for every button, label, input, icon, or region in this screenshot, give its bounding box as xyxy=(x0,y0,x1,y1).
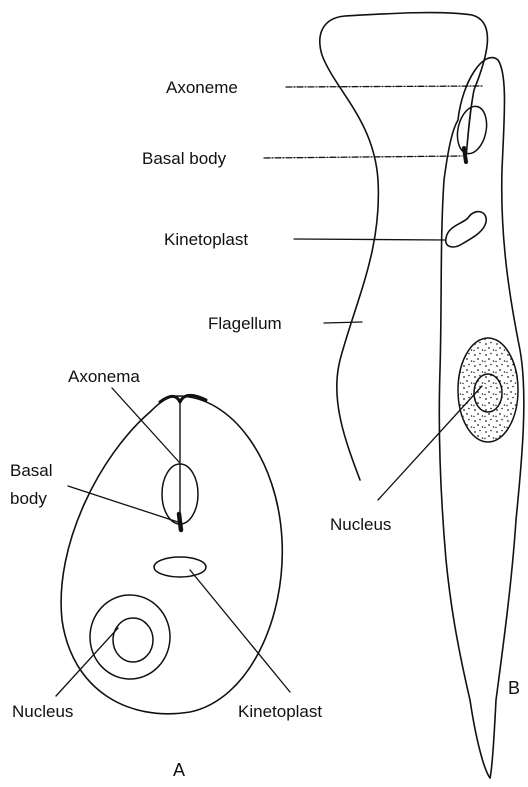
leader-axoneme xyxy=(286,86,482,87)
figure-b-letter: B xyxy=(508,678,520,698)
label-kinetoplast-a: Kinetoplast xyxy=(238,702,322,721)
figure-a-cell-body xyxy=(61,396,282,714)
label-flagellum: Flagellum xyxy=(208,314,282,333)
label-axoneme: Axoneme xyxy=(166,78,238,97)
leader-kinetoplast-b xyxy=(294,239,446,240)
label-basal-body-b: Basal body xyxy=(142,149,227,168)
figure-a-nucleus-outer xyxy=(90,595,170,679)
figure-a-nucleus-inner xyxy=(113,618,153,662)
label-nucleus-b: Nucleus xyxy=(330,515,391,534)
figure-b-basal-body xyxy=(464,148,466,162)
label-basal-body-a-line1: Basal xyxy=(10,461,53,480)
label-kinetoplast-b: Kinetoplast xyxy=(164,230,248,249)
leader-basal-body-b xyxy=(264,156,462,158)
figure-a-letter: A xyxy=(173,760,185,780)
figure-a-basal-body xyxy=(179,514,181,530)
figure-a-cell-group xyxy=(61,395,282,713)
label-nucleus-a: Nucleus xyxy=(12,702,73,721)
leader-kinetoplast-a xyxy=(190,570,290,692)
label-axonema: Axonema xyxy=(68,367,140,386)
figure-a-kinetoplast xyxy=(154,557,206,577)
figure-b-kinetoplast xyxy=(446,212,486,247)
figure-b-nucleus-outer-fill xyxy=(458,338,518,442)
figure-b-cell-group xyxy=(320,13,524,778)
label-basal-body-a-line2: body xyxy=(10,489,47,508)
leader-nucleus-b xyxy=(378,386,482,500)
leader-axonema xyxy=(112,388,179,462)
leader-flagellum xyxy=(324,322,362,323)
